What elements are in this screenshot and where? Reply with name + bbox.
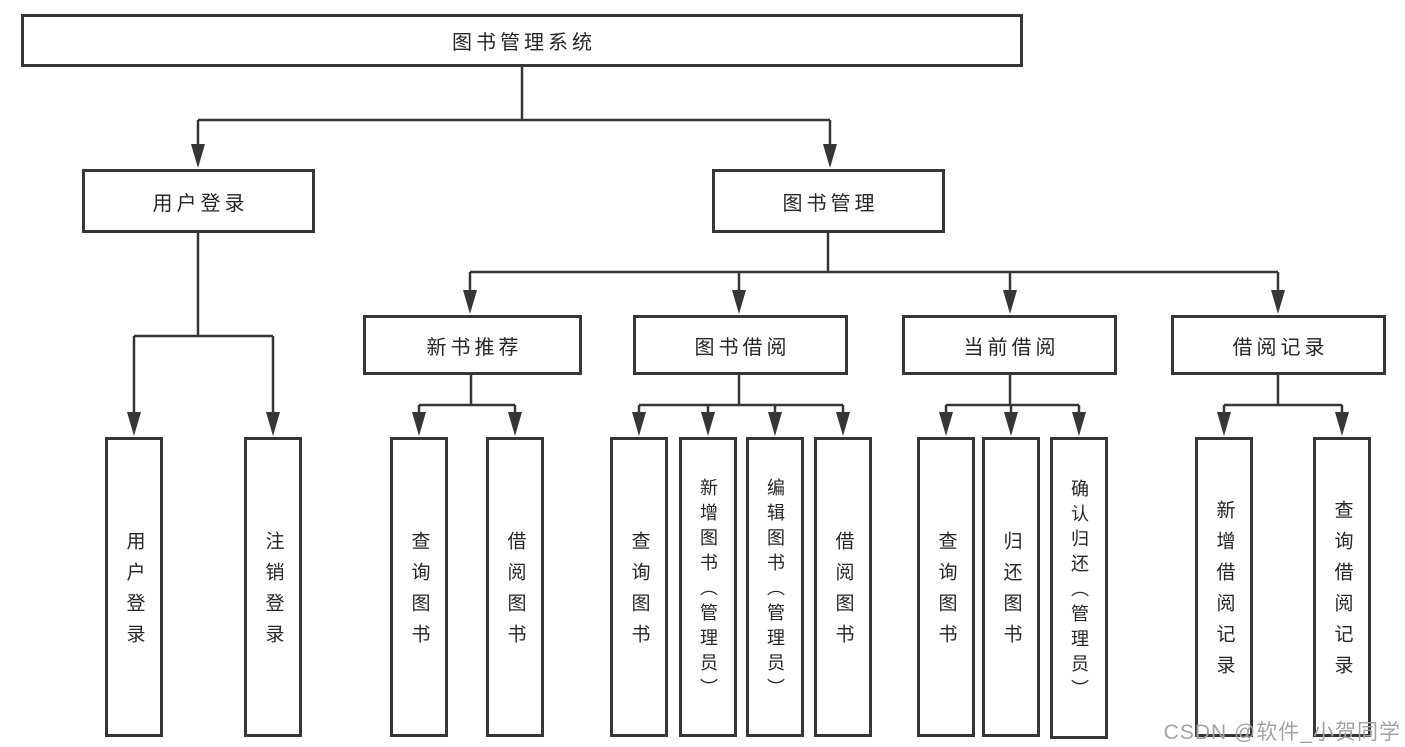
node-borrow-record-label: 借阅记录 — [1232, 336, 1329, 359]
leaf-borrow-query-book: 查询图书 — [610, 437, 668, 737]
leaf-recommend-query-book-label: 查询图书 — [408, 531, 430, 655]
leaf-borrow-edit-book-admin: 编辑图书（管理员） — [746, 437, 804, 737]
node-book-borrow: 图书借阅 — [633, 315, 848, 375]
leaf-record-query-record: 查询借阅记录 — [1313, 437, 1371, 737]
node-book-management: 图书管理 — [712, 169, 945, 233]
node-borrow-record: 借阅记录 — [1171, 315, 1386, 375]
node-book-management-label: 图书管理 — [782, 192, 879, 215]
node-library-management-system: 图书管理系统 — [21, 14, 1023, 67]
leaf-current-query-book-label: 查询图书 — [935, 531, 957, 655]
leaf-borrow-borrow-book: 借阅图书 — [814, 437, 872, 737]
leaf-current-query-book: 查询图书 — [917, 437, 975, 737]
node-book-borrow-label: 图书借阅 — [694, 336, 791, 359]
leaf-current-confirm-return-admin: 确认归还（管理员） — [1050, 437, 1108, 739]
node-library-management-system-label: 图书管理系统 — [452, 32, 596, 54]
leaf-current-return-book-label: 归还图书 — [1000, 531, 1022, 655]
leaf-recommend-borrow-book: 借阅图书 — [486, 437, 544, 737]
node-user-login-label: 用户登录 — [152, 192, 249, 215]
leaf-record-add-record: 新增借阅记录 — [1195, 437, 1253, 737]
watermark: CSDN @软件_小贺同学 — [1163, 721, 1401, 744]
leaf-user-login: 用户登录 — [105, 437, 163, 737]
leaf-recommend-borrow-book-label: 借阅图书 — [504, 531, 526, 655]
leaf-user-login-label: 用户登录 — [123, 531, 145, 655]
node-current-borrow: 当前借阅 — [902, 315, 1117, 375]
leaf-borrow-edit-book-admin-label: 编辑图书（管理员） — [765, 477, 785, 703]
leaf-recommend-query-book: 查询图书 — [390, 437, 448, 737]
leaf-current-return-book: 归还图书 — [982, 437, 1040, 737]
leaf-borrow-borrow-book-label: 借阅图书 — [832, 531, 854, 655]
node-current-borrow-label: 当前借阅 — [963, 336, 1060, 359]
leaf-record-add-record-label: 新增借阅记录 — [1213, 500, 1235, 686]
leaf-logout-label: 注销登录 — [262, 531, 284, 655]
node-new-book-recommend: 新书推荐 — [363, 315, 582, 375]
leaf-borrow-query-book-label: 查询图书 — [628, 531, 650, 655]
leaf-borrow-add-book-admin: 新增图书（管理员） — [679, 437, 737, 737]
leaf-record-query-record-label: 查询借阅记录 — [1331, 500, 1353, 686]
leaf-borrow-add-book-admin-label: 新增图书（管理员） — [698, 477, 718, 703]
leaf-logout: 注销登录 — [244, 437, 302, 737]
node-new-book-recommend-label: 新书推荐 — [426, 336, 523, 359]
leaf-current-confirm-return-admin-label: 确认归还（管理员） — [1069, 478, 1089, 704]
node-user-login: 用户登录 — [82, 169, 315, 233]
